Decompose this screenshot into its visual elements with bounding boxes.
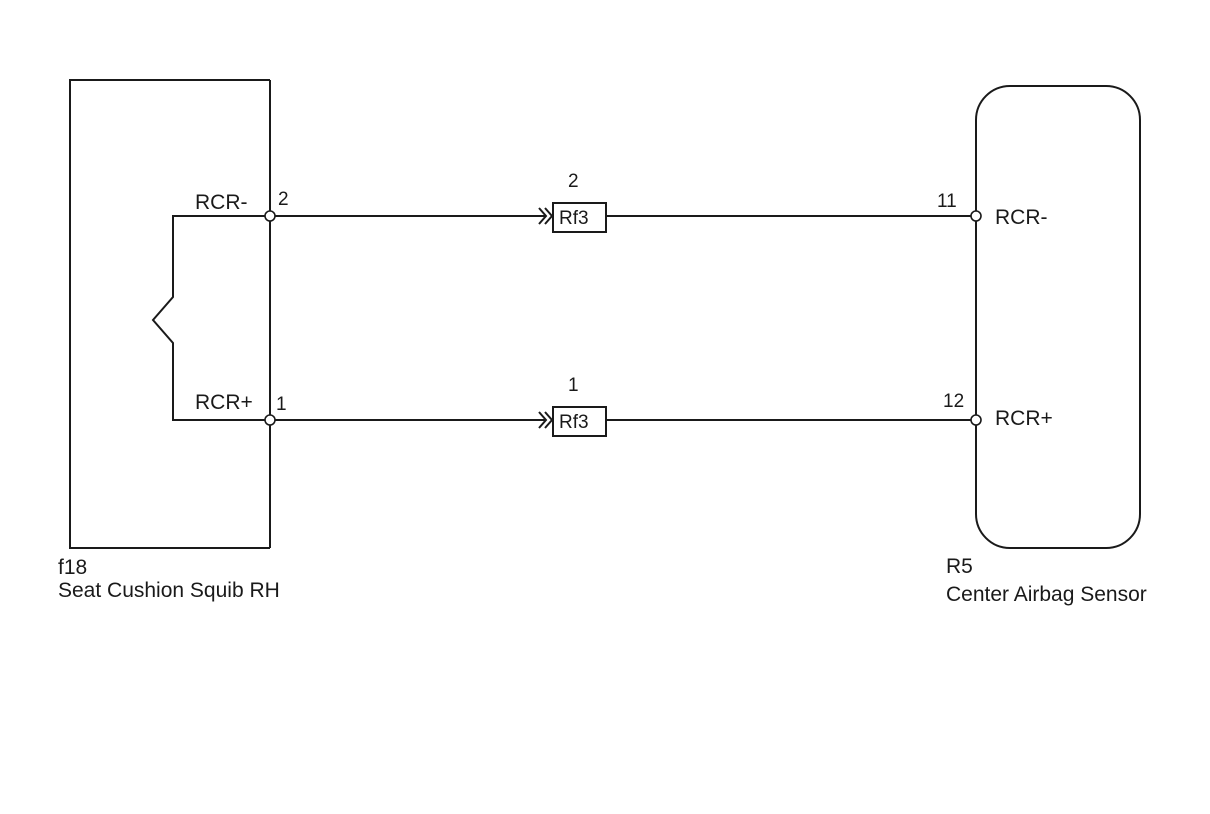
connector-rf3-box: [552, 202, 607, 233]
squib-element-symbol: [151, 215, 268, 421]
right-component-code: R5: [946, 555, 973, 578]
left-pin-signal-label: RCR-: [195, 191, 248, 214]
connector-name: Rf3: [559, 208, 589, 229]
squib-body-outline: [69, 79, 270, 549]
left-component-name: Seat Cushion Squib RH: [58, 579, 280, 602]
right-pin-signal-label: RCR+: [995, 407, 1053, 430]
terminal-icon: [970, 210, 982, 222]
seat-cushion-squib-component: [69, 79, 271, 549]
terminal-icon: [264, 414, 276, 426]
right-component-name: Center Airbag Sensor: [946, 583, 1147, 606]
connector-rf3-box: [552, 406, 607, 437]
right-pin-number: 11: [937, 191, 957, 212]
connector-pin-number: 2: [568, 171, 579, 192]
terminal-icon: [970, 414, 982, 426]
right-pin-number: 12: [943, 391, 964, 412]
left-pin-number: 1: [276, 394, 287, 415]
center-airbag-sensor-body: [975, 85, 1141, 549]
connector-pin-number: 1: [568, 375, 579, 396]
left-pin-signal-label: RCR+: [195, 391, 253, 414]
right-pin-signal-label: RCR-: [995, 206, 1048, 229]
left-pin-number: 2: [278, 189, 289, 210]
wire-rcr-minus: [270, 202, 976, 233]
wire-rcr-plus: [270, 406, 976, 437]
terminal-icon: [264, 210, 276, 222]
connector-name: Rf3: [559, 412, 589, 433]
left-component-code: f18: [58, 556, 87, 579]
